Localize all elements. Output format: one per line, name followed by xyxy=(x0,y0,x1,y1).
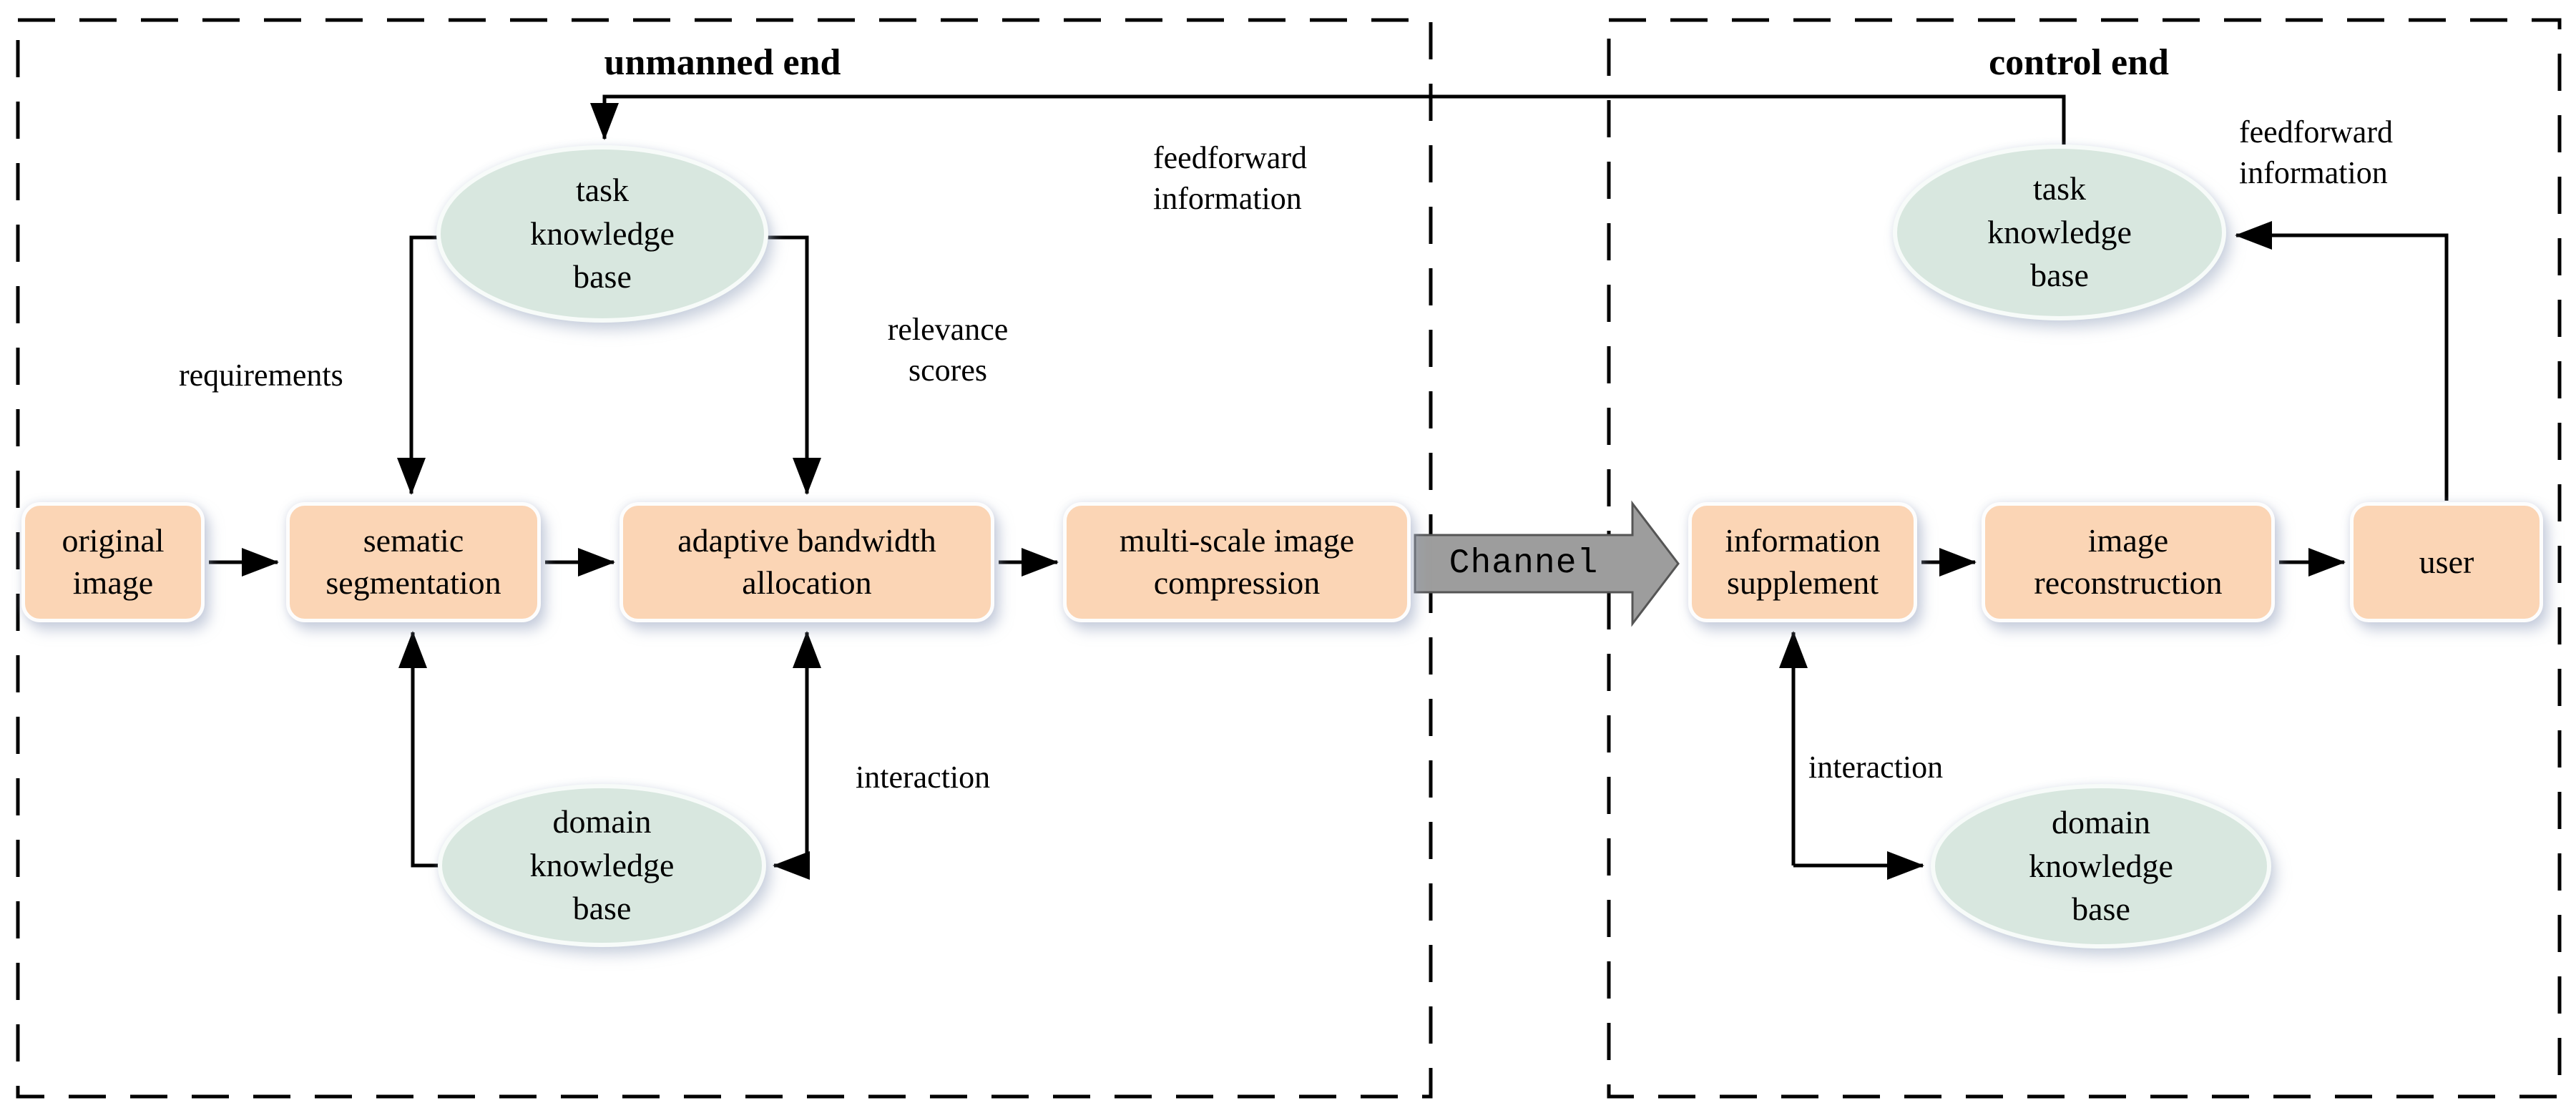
node-task-knowledge-base-unmanned: task knowledge base xyxy=(436,145,768,323)
label-requirements: requirements xyxy=(179,358,343,393)
channel-label: Channel xyxy=(1449,544,1599,583)
node-sematic-segmentation: sematic segmentation xyxy=(286,502,541,622)
node-information-supplement: information supplement xyxy=(1688,502,1917,622)
node-domain-knowledge-base-unmanned: domain knowledge base xyxy=(438,784,766,947)
unmanned-end-dashed-border xyxy=(16,18,1433,1099)
edge-feedforward-user-to-control-taskkb xyxy=(2235,221,2449,501)
node-adaptive-bandwidth-allocation: adaptive bandwidth allocation xyxy=(619,502,994,622)
control-end-title: control end xyxy=(1989,42,2169,83)
edge-relevance-scores-taskkb-to-adaptive-allocation xyxy=(765,235,821,495)
channel-block-arrow xyxy=(1414,500,1680,627)
label-relevance-scores: relevance scores xyxy=(887,312,1009,388)
node-user: user xyxy=(2350,502,2543,622)
unmanned-end-title: unmanned end xyxy=(604,42,841,83)
label-feedforward-information-unmanned: feedforward information xyxy=(1153,140,1307,217)
node-original-image: original image xyxy=(21,502,205,622)
node-multi-scale-image-compression: multi-scale image compression xyxy=(1063,502,1411,622)
node-task-knowledge-base-control: task knowledge base xyxy=(1893,144,2226,320)
label-feedforward-information-control: feedforward information xyxy=(2239,114,2393,191)
edge-domainkb-to-sematic-segmentation xyxy=(398,631,441,868)
label-interaction-unmanned: interaction xyxy=(856,760,991,795)
edge-feedforward-control-taskkb-to-unmanned-taskkb xyxy=(590,94,2066,150)
edge-requirements-taskkb-to-sematic-segmentation xyxy=(397,235,439,495)
label-interaction-control: interaction xyxy=(1808,750,1944,785)
node-image-reconstruction: image reconstruction xyxy=(1982,502,2275,622)
node-domain-knowledge-base-control: domain knowledge base xyxy=(1931,784,2271,948)
